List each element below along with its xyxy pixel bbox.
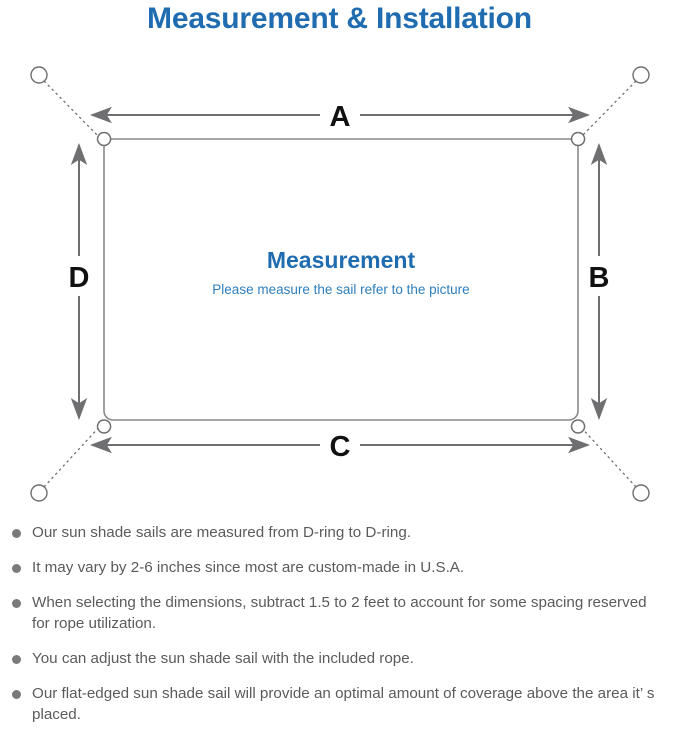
rope-top-left bbox=[43, 80, 103, 141]
dimension-label-a: A bbox=[330, 101, 351, 133]
list-item: You can adjust the sun shade sail with t… bbox=[12, 648, 665, 669]
note-text: You can adjust the sun shade sail with t… bbox=[32, 650, 414, 667]
rope-bottom-right bbox=[577, 423, 637, 488]
d-ring-bottom-right bbox=[570, 419, 586, 434]
note-text: When selecting the dimensions, subtract … bbox=[32, 594, 647, 632]
bullet-icon bbox=[12, 564, 21, 573]
dimension-label-d: D bbox=[69, 262, 90, 294]
note-text: Our sun shade sails are measured from D-… bbox=[32, 524, 411, 541]
d-ring-bottom-left bbox=[96, 419, 112, 434]
d-rings bbox=[96, 131, 586, 434]
sail-shape bbox=[103, 138, 579, 421]
dimension-label-c: C bbox=[330, 431, 351, 463]
shade-sail-diagram: A C D B Measurement Please measure the s… bbox=[0, 44, 679, 514]
rope-bottom-left bbox=[43, 423, 103, 488]
anchor-bottom-left bbox=[30, 484, 48, 502]
list-item: Our flat-edged sun shade sail will provi… bbox=[12, 683, 665, 725]
anchor-points bbox=[30, 66, 650, 502]
bullet-icon bbox=[12, 655, 21, 664]
rope-top-right bbox=[577, 80, 637, 141]
notes-list: Our sun shade sails are measured from D-… bbox=[0, 522, 679, 739]
rope-lines bbox=[43, 80, 637, 488]
bullet-icon bbox=[12, 599, 21, 608]
bullet-icon bbox=[12, 690, 21, 699]
page-title: Measurement & Installation bbox=[147, 2, 532, 35]
dimension-label-b: B bbox=[589, 262, 610, 294]
d-ring-top-right bbox=[570, 131, 586, 147]
sail-subtitle: Please measure the sail refer to the pic… bbox=[212, 282, 469, 297]
note-text: Our flat-edged sun shade sail will provi… bbox=[32, 685, 655, 723]
anchor-top-right bbox=[632, 66, 650, 84]
list-item: It may vary by 2-6 inches since most are… bbox=[12, 557, 665, 578]
note-text: It may vary by 2-6 inches since most are… bbox=[32, 559, 465, 576]
list-item: Our sun shade sails are measured from D-… bbox=[12, 522, 665, 543]
bullet-icon bbox=[12, 529, 21, 538]
d-ring-top-left bbox=[96, 131, 112, 147]
anchor-bottom-right bbox=[632, 484, 650, 502]
anchor-top-left bbox=[30, 66, 48, 84]
sail-title: Measurement bbox=[267, 247, 416, 273]
list-item: When selecting the dimensions, subtract … bbox=[12, 592, 665, 634]
